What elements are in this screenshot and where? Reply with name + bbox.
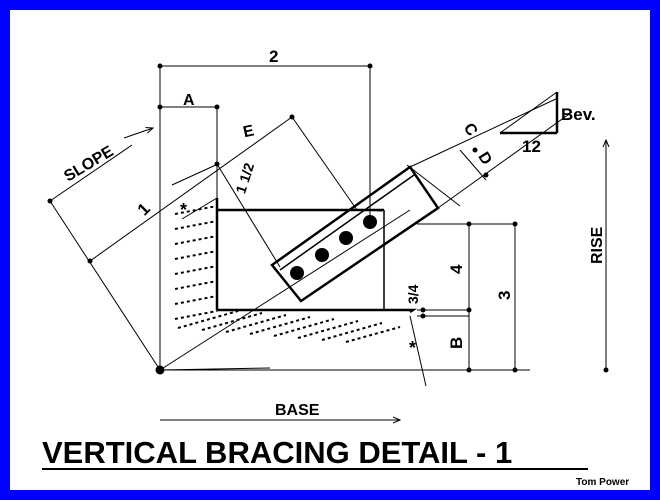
label-1-1-2: 1 1/2 [232, 161, 257, 196]
brace-member [270, 97, 573, 303]
label-3-4: 3/4 [405, 284, 421, 304]
dimension-lines [49, 65, 606, 420]
hatching-left [174, 205, 218, 320]
label-1: 1 [134, 199, 154, 219]
drawing-canvas: 2 A E C D Bev. 12 SLOPE 1 1 1/2 * RISE 4… [10, 10, 650, 490]
bracing-diagram: 2 A E C D Bev. 12 SLOPE 1 1 1/2 * RISE 4… [42, 47, 629, 488]
bolt-3 [339, 231, 353, 245]
label-star-top: * [180, 200, 187, 220]
bolt-1 [290, 266, 304, 280]
hatching-bottom [177, 310, 401, 343]
bolt-2 [315, 248, 329, 262]
label-d: D [474, 149, 495, 168]
label-e: E [242, 122, 256, 141]
author-credit: Tom Power [576, 477, 629, 488]
label-3: 3 [495, 291, 514, 300]
label-a: A [183, 92, 195, 109]
label-c: C [460, 120, 481, 139]
label-base: BASE [275, 402, 320, 419]
label-b: B [447, 337, 466, 349]
label-4: 4 [447, 264, 466, 274]
label-slope: SLOPE [61, 143, 117, 186]
bolts [290, 215, 377, 280]
label-12: 12 [522, 137, 541, 156]
label-bev: Bev. [561, 105, 596, 124]
bolt-4 [363, 215, 377, 229]
dimension-dots [47, 63, 609, 375]
label-2: 2 [269, 47, 278, 66]
label-star-bottom: * [409, 338, 416, 358]
drawing-title: VERTICAL BRACING DETAIL - 1 [42, 435, 512, 470]
label-rise: RISE [589, 226, 606, 264]
